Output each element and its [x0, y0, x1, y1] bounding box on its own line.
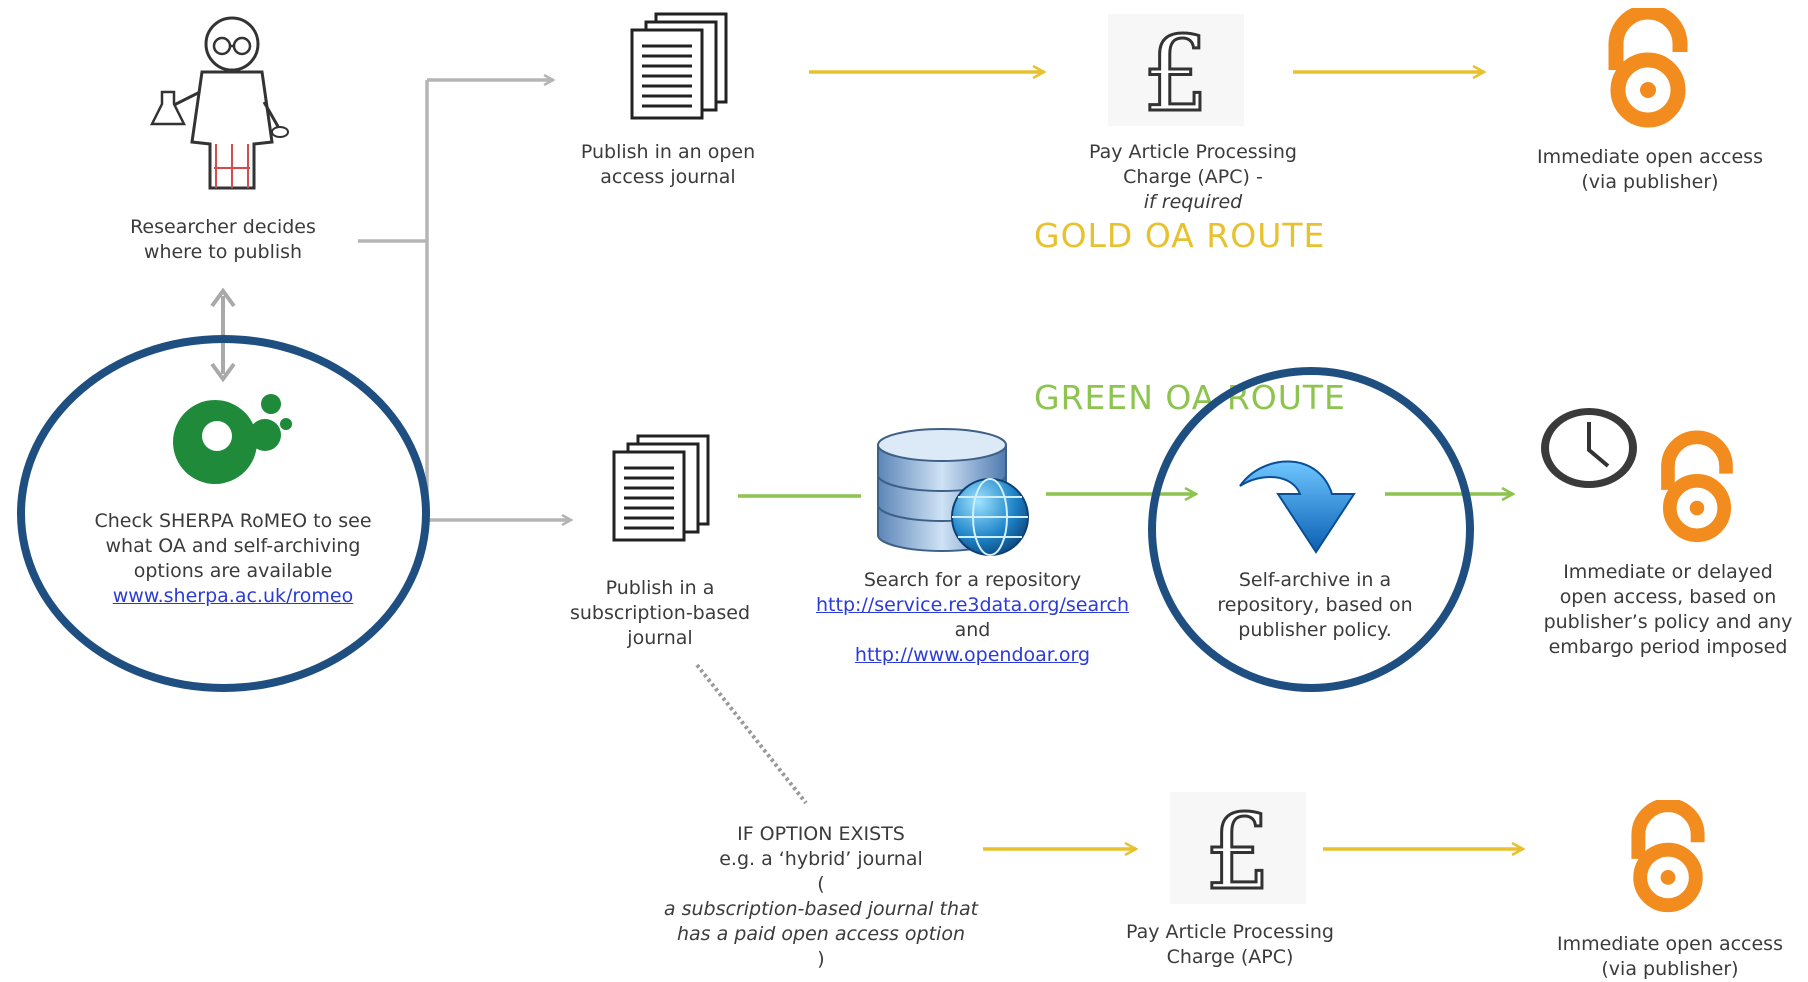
hybrid-access-label: Immediate open access (via publisher): [1557, 933, 1783, 980]
oa-journal-label: Publish in an open access journal: [580, 141, 756, 188]
gold-route-title: GOLD OA ROUTE: [1034, 216, 1326, 255]
blue-down-arrow-icon: [1239, 460, 1356, 554]
sherpa-label: Check SHERPA RoMEO to see what OA and se…: [68, 509, 398, 609]
database-globe-icon: [877, 428, 1029, 556]
pound-sign-icon: £: [1108, 14, 1244, 126]
repository-label: Search for a repository http://service.r…: [800, 568, 1145, 668]
subscription-journal-label: Publish in a subscription-based journal: [569, 577, 751, 649]
sherpa-link[interactable]: www.sherpa.ac.uk/romeo: [112, 585, 354, 607]
hybrid-apc-label: Pay Article Processing Charge (APC): [1126, 921, 1334, 968]
document-stack-icon: [612, 434, 710, 542]
open-access-icon: [1661, 430, 1733, 543]
re3data-link[interactable]: http://service.re3data.org/search: [816, 594, 1129, 616]
svg-text:£: £: [1143, 14, 1209, 126]
sherpa-romeo-logo: [173, 394, 292, 484]
gold-apc-label: Pay Article Processing Charge (APC) - if…: [1089, 141, 1297, 213]
green-access-label: Immediate or delayed open access, based …: [1543, 561, 1793, 658]
researcher-label: Researcher decides where to publish: [130, 216, 316, 263]
gold-access-label: Immediate open access (via publisher): [1537, 146, 1763, 193]
hybrid-dotted-line: [695, 663, 808, 805]
open-access-icon: [1631, 800, 1705, 913]
clock-icon: [1541, 408, 1637, 488]
highlight-ring-sherpa: [17, 335, 430, 692]
self-archive-label: Self-archive in a repository, based on p…: [1217, 569, 1413, 641]
svg-text:£: £: [1205, 792, 1271, 904]
pound-sign-icon: £: [1170, 792, 1306, 904]
opendoar-link[interactable]: http://www.opendoar.org: [854, 644, 1091, 666]
hybrid-option-label: IF OPTION EXISTS e.g. a ‘hybrid’ journal…: [663, 823, 979, 970]
highlight-ring-self-archive: [1148, 367, 1474, 692]
open-access-icon: [1608, 8, 1688, 128]
researcher-icon: [149, 16, 289, 190]
document-stack-icon: [630, 12, 728, 120]
